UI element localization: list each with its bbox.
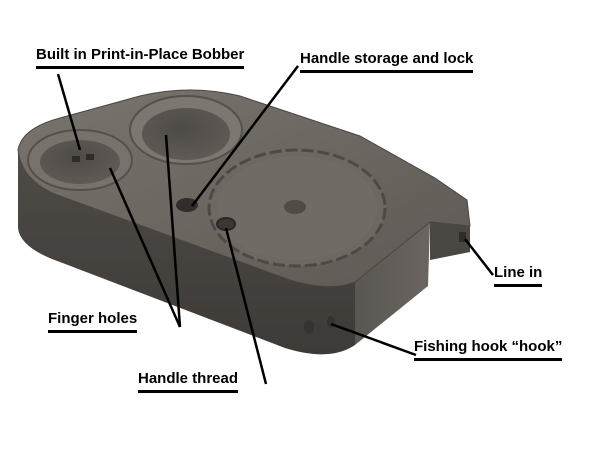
leader-lines [56,65,494,385]
body-right-face [355,222,430,345]
label-line-in: Line in [494,264,543,287]
label-fishing-hook: Fishing hook “hook” [414,338,563,361]
label-handle-thread: Handle thread [138,370,239,393]
handle-storage-inner [142,108,230,160]
spool-center-hole-top [284,200,306,214]
leader-handle-thread [224,227,268,385]
label-bobber: Built in Print-in-Place Bobber [36,46,245,69]
line-in-slot [430,222,470,260]
bobber-slot-right [86,154,94,160]
hook-notch-1 [304,320,314,334]
leader-hook [330,322,417,357]
line-in-hole [459,232,466,242]
leader-bobber [56,73,82,151]
label-handle-storage: Handle storage and lock [300,50,474,73]
leader-finger-hole-right [164,134,182,328]
leader-line-in [464,238,494,276]
leader-handle-storage [191,65,299,207]
label-finger-holes: Finger holes [48,310,138,333]
body-front-face [18,150,355,355]
lock-hole [176,198,198,212]
bobber-slot-left [72,156,80,162]
leader-finger-hole-left [108,167,182,328]
